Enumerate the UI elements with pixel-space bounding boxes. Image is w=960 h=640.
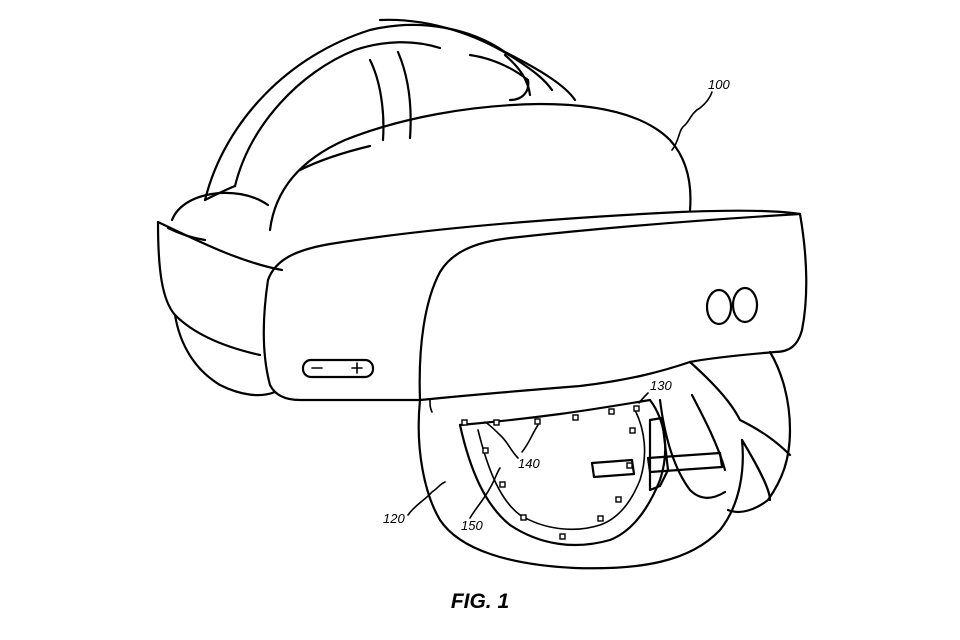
reference-numerals: 100 120 130 140 150 [383,77,730,533]
headset-top-shell [268,102,692,232]
figure-caption: FIG. 1 [450,590,510,613]
right-camera-icon [731,286,759,324]
sensor-node [633,405,640,412]
facial-interface [417,350,792,570]
label-140: 140 [518,456,540,471]
volume-control[interactable] [301,358,375,379]
leader-100 [671,91,713,151]
leader-120 [407,481,446,516]
label-150: 150 [461,518,483,533]
leader-140b [521,424,539,453]
sensor-node [629,427,636,434]
label-100: 100 [708,77,730,92]
sensor-node [615,496,622,503]
sensor-bracket [590,416,724,492]
sensor-node [597,515,604,522]
headset-visor [262,209,808,413]
leader-140a [484,421,519,459]
sensor-node [626,462,633,469]
head-strap [203,18,577,202]
leader-130 [638,392,649,404]
sensor-nodes [461,405,640,540]
sensor-node [572,414,579,421]
sensor-node [608,408,615,415]
sensor-node [482,447,489,454]
label-130: 130 [650,378,672,393]
sensor-node [559,533,566,540]
sensor-node [534,418,541,425]
rear-strap [156,191,284,397]
sensor-node [461,419,468,426]
sensor-node [499,481,506,488]
leader-150 [469,467,501,519]
camera-pair [705,286,759,326]
left-camera-icon [705,288,733,326]
sensor-node [520,514,527,521]
sensor-node [493,419,500,426]
leader-lines [407,91,713,519]
label-120: 120 [383,511,405,526]
